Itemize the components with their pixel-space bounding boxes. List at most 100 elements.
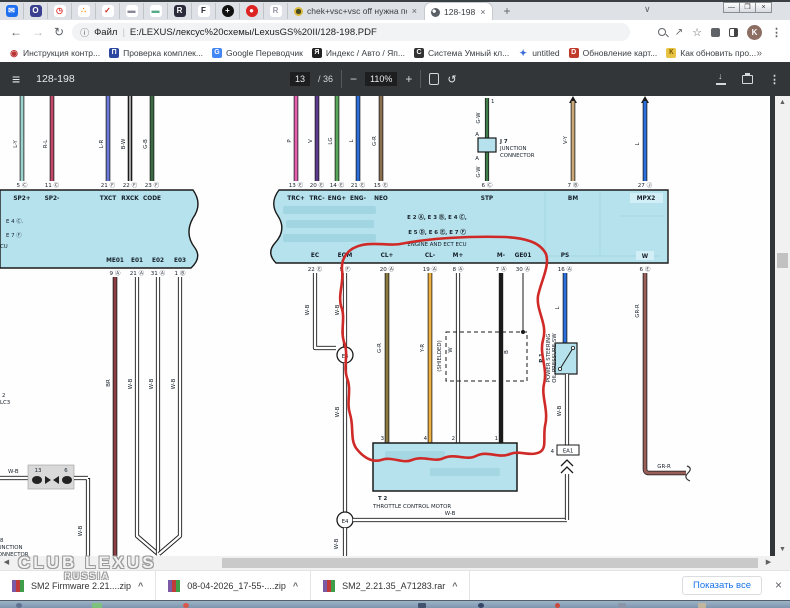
bookmark-favicon-icon: С xyxy=(414,48,424,58)
taskbar-app-icon[interactable] xyxy=(698,603,706,608)
pinned-tab[interactable]: F xyxy=(192,3,216,19)
checkmark-icon: ✓ xyxy=(102,5,114,17)
side-panel-icon[interactable] xyxy=(729,28,738,37)
scroll-down-icon[interactable]: ▼ xyxy=(775,543,790,556)
bookmarks-overflow-icon[interactable]: » xyxy=(756,48,762,59)
pinned-tab[interactable]: R xyxy=(264,3,288,19)
taskbar-app-icon[interactable] xyxy=(478,603,484,608)
close-button[interactable]: × xyxy=(755,2,772,13)
svg-text:L-Y: L-Y xyxy=(13,140,19,148)
download-icon[interactable] xyxy=(716,74,726,85)
bookmark-item[interactable]: DОбновление карт... xyxy=(569,48,658,58)
rotate-icon[interactable]: ↺ xyxy=(447,73,456,86)
pinned-tab[interactable]: ▬ xyxy=(144,3,168,19)
scroll-right-icon[interactable]: ▶ xyxy=(762,556,775,570)
bookmark-star-icon[interactable]: ☆ xyxy=(692,26,702,39)
browser-menu-icon[interactable]: ⋮ xyxy=(771,26,782,39)
tab1-close-icon[interactable]: × xyxy=(411,6,418,16)
pinned-tab[interactable]: ✉ xyxy=(0,3,24,19)
tab-chek-vsc[interactable]: chek+vsc+vsc off нужна помощ × xyxy=(288,2,424,20)
horizontal-scrollbar[interactable]: ◀ ▶ xyxy=(0,556,775,570)
download-item[interactable]: SM2_2.21.35_A71283.rar ^ xyxy=(311,571,470,601)
page-number-input[interactable]: 13 xyxy=(290,72,310,86)
zoom-icon[interactable] xyxy=(658,28,666,36)
fit-page-icon[interactable] xyxy=(429,73,439,85)
download-item[interactable]: 08-04-2026_17-55-....zip ^ xyxy=(156,571,311,601)
download-filename: 08-04-2026_17-55-....zip xyxy=(187,581,286,591)
bookmark-item[interactable]: ЯИндекс / Авто / Яп... xyxy=(312,48,405,58)
tab2-close-icon[interactable]: × xyxy=(479,7,486,17)
pinned-tab[interactable]: ● xyxy=(240,3,264,19)
zoom-in-button[interactable]: + xyxy=(405,72,412,86)
restore-button[interactable]: ❒ xyxy=(739,2,756,13)
toolbar-icons: ↗ ☆ K ⋮ xyxy=(658,20,790,44)
taskbar-app-icon[interactable] xyxy=(418,603,426,608)
bookmark-item[interactable]: ППроверка комплек... xyxy=(109,48,203,58)
pinned-tab[interactable]: ✓ xyxy=(96,3,120,19)
print-icon[interactable] xyxy=(742,75,753,84)
pinned-tab[interactable]: ▬ xyxy=(120,3,144,19)
taskbar-app-icon[interactable] xyxy=(92,603,102,608)
share-icon[interactable]: ↗ xyxy=(675,27,683,38)
svg-text:13 Ⓔ: 13 Ⓔ xyxy=(289,181,304,189)
pdf-menu-icon[interactable]: ≡ xyxy=(12,71,20,87)
zoom-out-button[interactable]: − xyxy=(350,72,357,86)
taskbar-app-icon[interactable] xyxy=(555,603,560,608)
bookmark-item[interactable]: ССистема Умный кл... xyxy=(414,48,509,58)
zoom-level[interactable]: 110% xyxy=(365,72,397,86)
continuation-squiggle-icon xyxy=(686,466,690,481)
left-ecu-name-fragment: CU xyxy=(0,244,8,250)
scroll-up-icon[interactable]: ▲ xyxy=(775,96,790,109)
bookmark-item[interactable]: ◉Инструкция контр... xyxy=(9,48,100,58)
pin: 6 Ⓔ xyxy=(640,265,651,273)
pinned-tab[interactable]: ∴ xyxy=(72,3,96,19)
bookmark-item[interactable]: GGoogle Переводчик xyxy=(212,48,303,58)
pdf-more-icon[interactable]: ⋮ xyxy=(769,73,780,86)
windows-taskbar[interactable] xyxy=(0,600,790,608)
omnibox[interactable]: ⓘ Файл | E:/LEXUS/лексус%20схемы/LexusGS… xyxy=(72,23,630,41)
svg-text:W-B: W-B xyxy=(128,378,134,389)
new-tab-button[interactable]: + xyxy=(493,4,520,18)
pinned-tab[interactable]: ◷ xyxy=(48,3,72,19)
window-controls: — ❒ × xyxy=(724,2,772,13)
start-orb-icon[interactable] xyxy=(16,603,22,608)
avatar[interactable]: K xyxy=(747,25,762,40)
page-info-icon[interactable]: ⓘ xyxy=(80,26,89,39)
download-caret-icon[interactable]: ^ xyxy=(138,581,143,591)
bookmark-item[interactable]: ✦untitled xyxy=(518,48,559,58)
page-total: / 36 xyxy=(318,74,333,84)
svg-text:W-B: W-B xyxy=(305,304,311,315)
download-caret-icon[interactable]: ^ xyxy=(452,581,457,591)
bookmark-item[interactable]: ККак обновить про... xyxy=(666,48,756,58)
wire-sp2m: R-L 11 Ⓒ SP2- xyxy=(43,96,60,202)
pin-label: E01 xyxy=(131,258,143,264)
svg-text:B-W: B-W xyxy=(121,138,127,149)
horizontal-scroll-thumb[interactable] xyxy=(222,558,758,568)
vertical-scrollbar[interactable]: ▲ ▼ xyxy=(775,96,790,556)
taskbar-app-icon[interactable] xyxy=(183,603,189,608)
download-item[interactable]: SM2 Firmware 2.21....zip ^ xyxy=(0,571,156,601)
scroll-left-icon[interactable]: ◀ xyxy=(0,556,13,570)
vertical-scroll-thumb[interactable] xyxy=(777,253,788,268)
svg-text:20 Ⓔ: 20 Ⓔ xyxy=(310,181,325,189)
forward-icon[interactable]: → xyxy=(32,25,44,39)
download-caret-icon[interactable]: ^ xyxy=(293,581,298,591)
scrollbar-corner xyxy=(775,556,790,570)
downloads-close-icon[interactable]: × xyxy=(775,578,782,592)
wire-ec-eom-ground: W-B W-B E4 W-B E4 W-B W-B xyxy=(305,273,567,556)
pin-label: CL+ xyxy=(381,253,394,259)
reload-icon[interactable]: ↻ xyxy=(54,25,64,39)
pinned-tab[interactable]: + xyxy=(216,3,240,19)
extensions-puzzle-icon[interactable] xyxy=(711,28,720,37)
show-all-downloads-button[interactable]: Показать все xyxy=(682,576,762,595)
taskbar-app-icon[interactable] xyxy=(618,603,626,608)
pdf-page[interactable]: L-Y 5 Ⓒ SP2+ R-L 11 Ⓒ SP2- L-R 21 Ⓕ TXCT… xyxy=(0,96,770,556)
pinned-tab[interactable]: R xyxy=(168,3,192,19)
minimize-button[interactable]: — xyxy=(723,2,740,13)
pinned-tab[interactable]: O xyxy=(24,3,48,19)
back-icon[interactable]: ← xyxy=(10,25,22,39)
bookmark-label: Google Переводчик xyxy=(226,48,303,58)
tab-128-198[interactable]: 128-198 × xyxy=(424,2,493,21)
svg-text:G-W: G-W xyxy=(476,112,482,124)
tab-search-chevron-icon[interactable]: ∨ xyxy=(644,4,651,15)
